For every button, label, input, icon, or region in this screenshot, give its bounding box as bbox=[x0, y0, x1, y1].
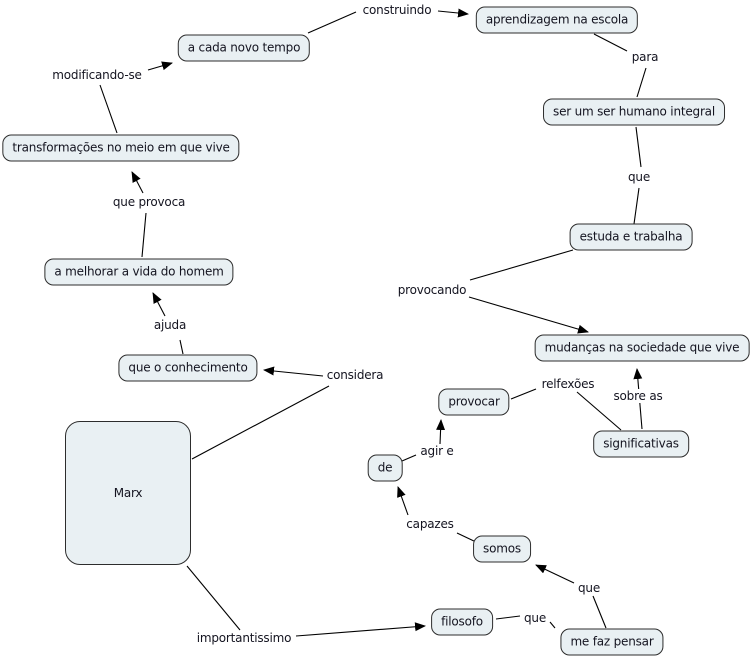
link-label-construindo[interactable]: construindo bbox=[360, 3, 434, 17]
connector bbox=[593, 33, 628, 52]
connector bbox=[191, 385, 330, 460]
connector bbox=[152, 292, 166, 317]
connector bbox=[456, 532, 477, 543]
node-filosofo[interactable]: filosofo bbox=[431, 608, 493, 636]
link-label-ajuda[interactable]: ajuda bbox=[151, 318, 189, 332]
link-label-capazes[interactable]: capazes bbox=[404, 517, 456, 531]
connector bbox=[576, 391, 622, 431]
connector bbox=[179, 339, 184, 355]
node-mudancas-na-sociedade[interactable]: mudanças na sociedade que vive bbox=[534, 334, 750, 362]
node-transformacoes-no-meio[interactable]: transformações no meio em que vive bbox=[2, 134, 240, 162]
connector bbox=[99, 84, 118, 134]
link-label-que-filosofo[interactable]: que bbox=[521, 611, 549, 625]
connector bbox=[147, 61, 173, 71]
link-label-para[interactable]: para bbox=[629, 50, 661, 64]
link-label-que-somos[interactable]: que bbox=[575, 581, 603, 595]
connector bbox=[307, 11, 357, 34]
link-label-que-provoca[interactable]: que provoca bbox=[110, 195, 188, 209]
connector bbox=[186, 565, 241, 631]
link-label-relfexoes[interactable]: relfexões bbox=[539, 377, 597, 391]
connector bbox=[468, 296, 589, 334]
link-label-considera[interactable]: considera bbox=[324, 368, 386, 382]
node-somos[interactable]: somos bbox=[473, 535, 531, 563]
link-label-sobre-as[interactable]: sobre as bbox=[611, 389, 665, 403]
connector bbox=[469, 249, 574, 281]
connector bbox=[436, 419, 446, 445]
node-estuda-e-trabalha[interactable]: estuda e trabalha bbox=[569, 223, 693, 251]
connector bbox=[592, 595, 607, 629]
connector bbox=[495, 615, 521, 620]
node-de[interactable]: de bbox=[367, 454, 403, 482]
connector bbox=[263, 366, 324, 377]
connector bbox=[633, 187, 640, 225]
connector bbox=[636, 67, 647, 98]
connector bbox=[141, 212, 147, 258]
connector bbox=[635, 126, 642, 168]
connector bbox=[549, 621, 556, 629]
connector bbox=[437, 8, 469, 18]
connector bbox=[510, 388, 537, 400]
node-aprendizagem-na-escola[interactable]: aprendizagem na escola bbox=[475, 6, 639, 34]
link-label-que-integral[interactable]: que bbox=[625, 170, 653, 184]
link-label-importantissimo[interactable]: importantissimo bbox=[194, 631, 294, 645]
node-ser-um-ser-humano-integral[interactable]: ser um ser humano integral bbox=[543, 98, 725, 126]
node-significativas[interactable]: significativas bbox=[593, 430, 689, 458]
node-que-o-conhecimento[interactable]: que o conhecimento bbox=[118, 354, 258, 382]
connector bbox=[397, 486, 409, 516]
connector bbox=[535, 564, 575, 584]
node-me-faz-pensar[interactable]: me faz pensar bbox=[560, 628, 664, 656]
link-label-provocando[interactable]: provocando bbox=[395, 283, 469, 297]
node-a-melhorar-a-vida-do-homem[interactable]: a melhorar a vida do homem bbox=[44, 258, 234, 286]
node-a-cada-novo-tempo[interactable]: a cada novo tempo bbox=[177, 34, 311, 62]
node-marx[interactable]: Marx bbox=[65, 421, 191, 565]
connector bbox=[131, 171, 144, 194]
connector bbox=[295, 622, 426, 637]
link-label-agir-e[interactable]: agir e bbox=[418, 444, 456, 458]
link-label-modificando-se[interactable]: modificando-se bbox=[50, 68, 144, 82]
connector bbox=[401, 454, 417, 462]
node-provocar[interactable]: provocar bbox=[438, 388, 510, 416]
